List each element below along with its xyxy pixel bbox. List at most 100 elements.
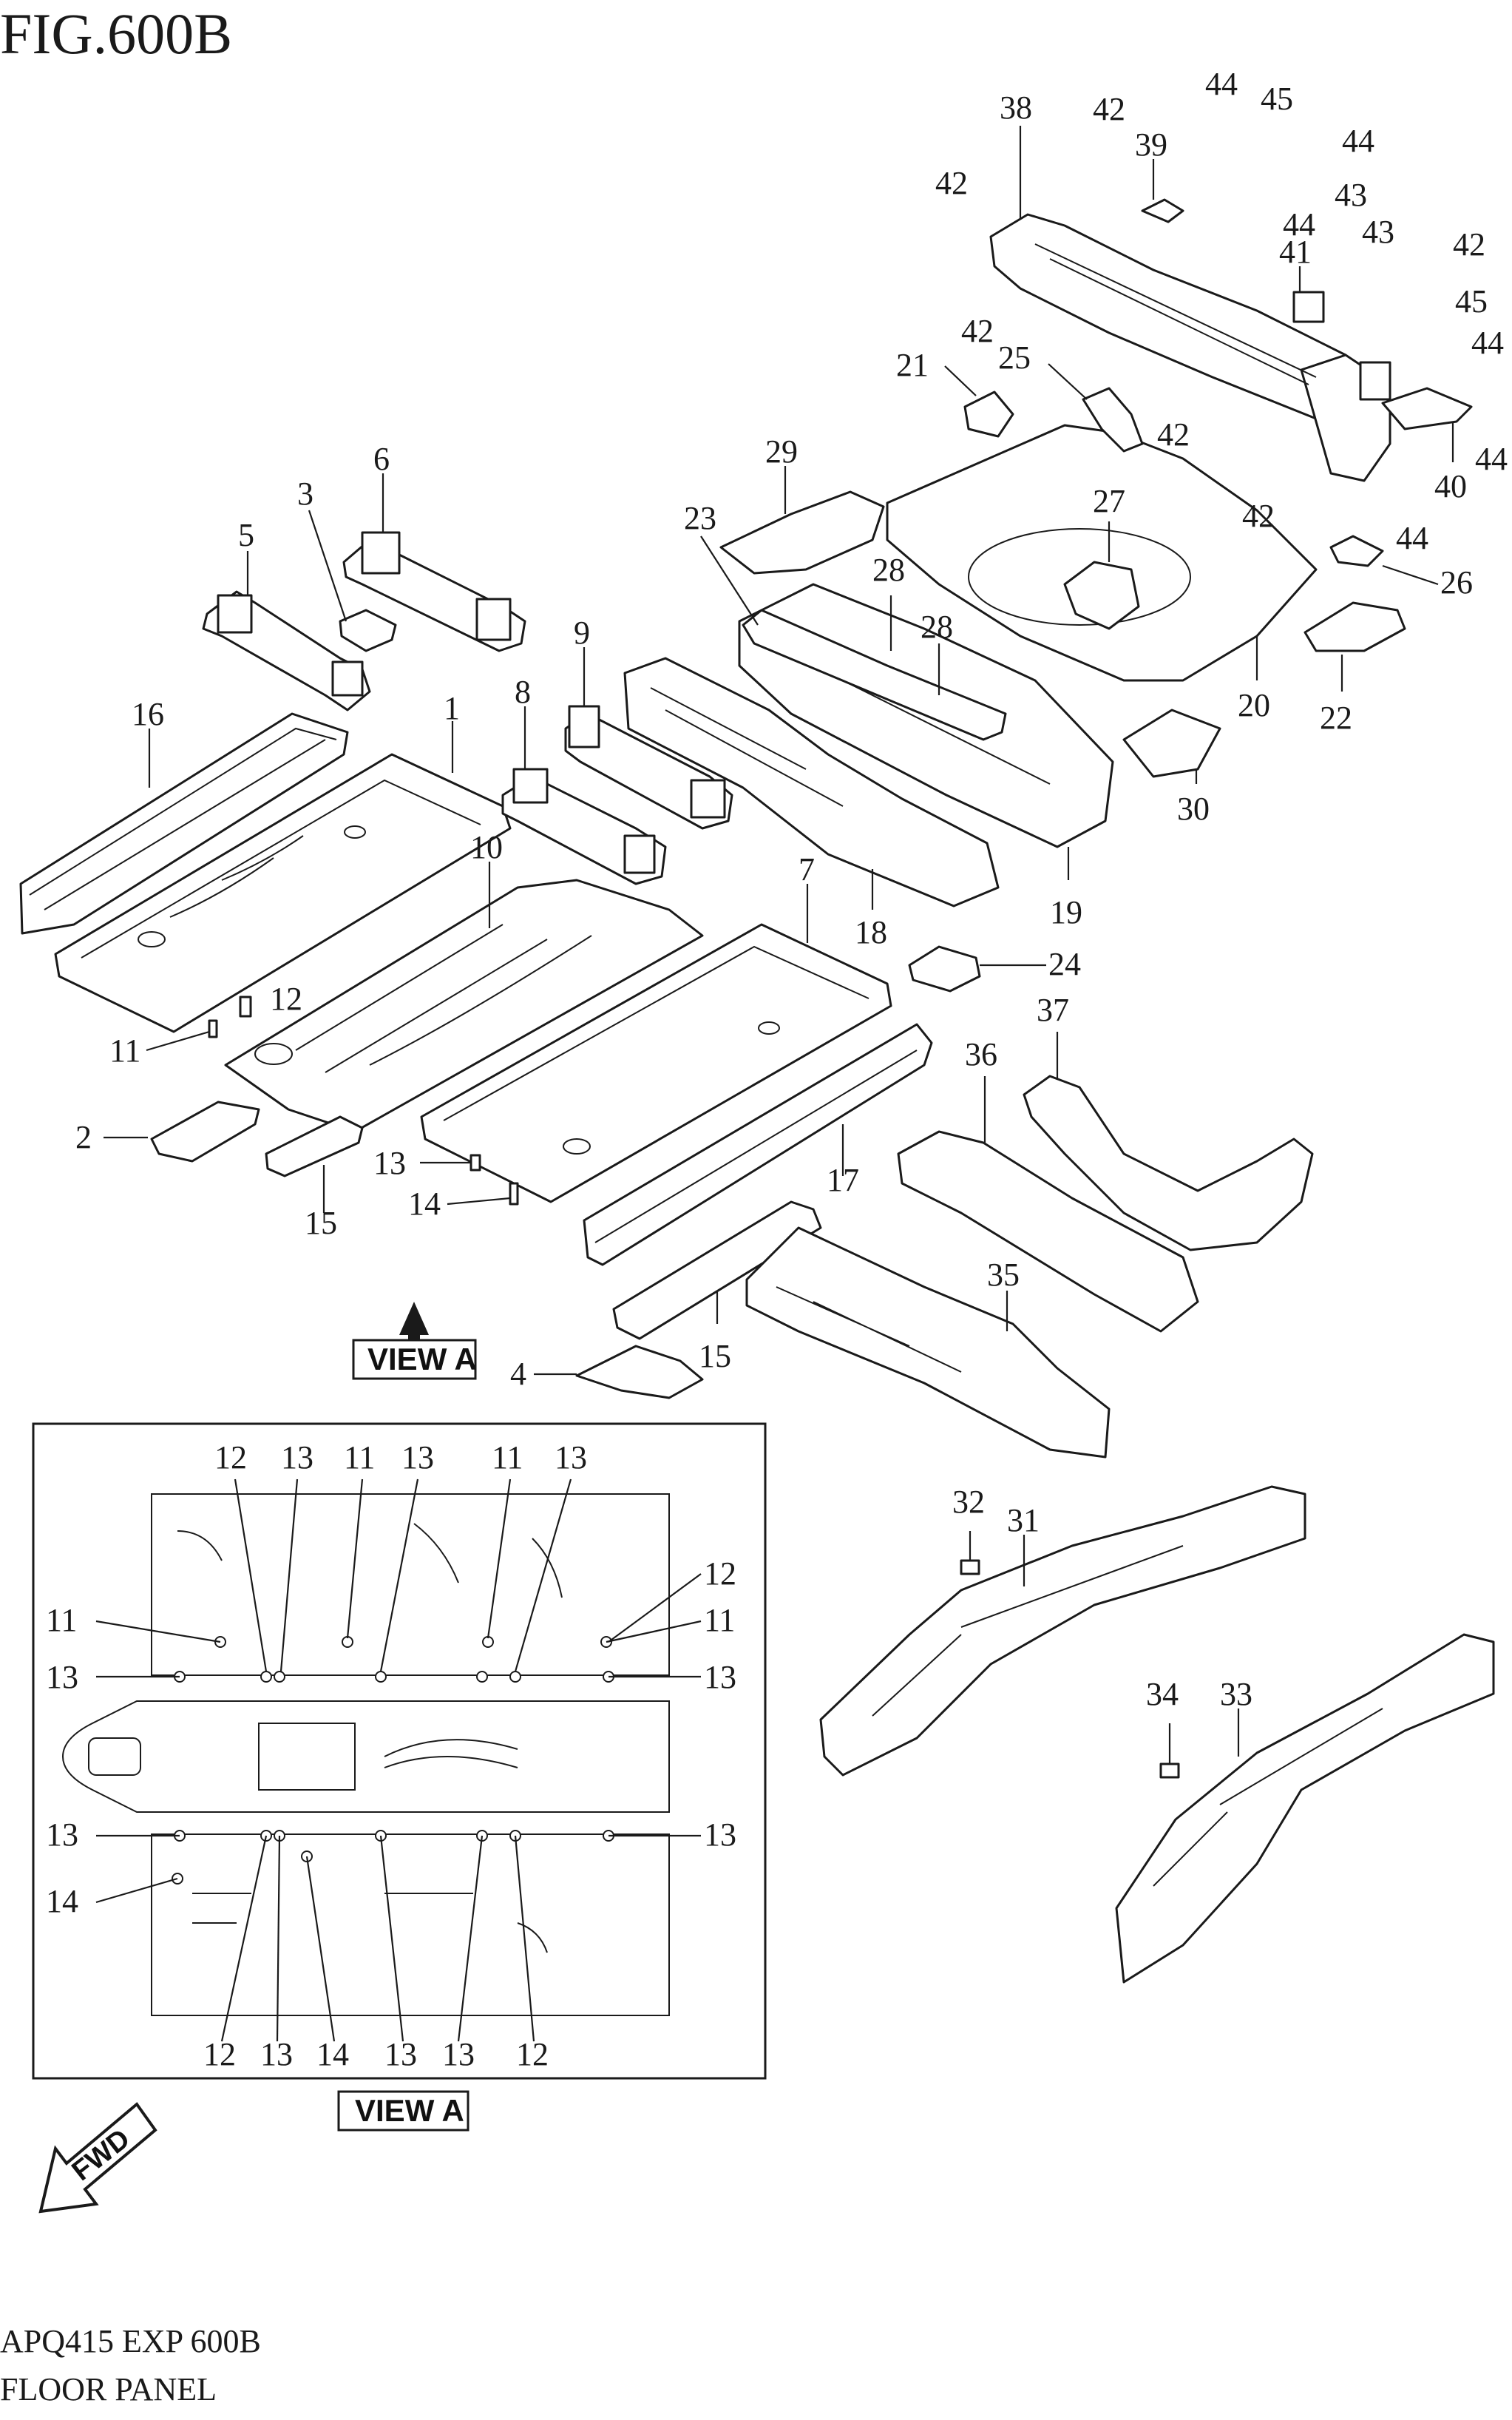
part-39-bracket bbox=[1141, 198, 1184, 223]
callout-23: 23 bbox=[684, 500, 716, 536]
view-a-tag-lower: VIEW A bbox=[337, 2090, 469, 2132]
view-a-tag-upper: VIEW A bbox=[352, 1339, 477, 1380]
callout-44f: 44 bbox=[1396, 520, 1428, 556]
callout-13: 13 bbox=[373, 1145, 406, 1181]
bolt-14 bbox=[509, 1182, 519, 1206]
callout-40: 40 bbox=[1434, 468, 1467, 504]
view-a-right-1: 12 bbox=[704, 1555, 736, 1592]
callout-20: 20 bbox=[1238, 687, 1270, 723]
part-9-crossmember bbox=[564, 705, 733, 830]
view-a-top-6: 13 bbox=[555, 1439, 587, 1476]
part-15-reinforcement-front bbox=[265, 1115, 364, 1177]
callout-1: 1 bbox=[444, 690, 460, 726]
part-25-bracket bbox=[1082, 387, 1144, 453]
svg-text:VIEW A: VIEW A bbox=[367, 1342, 477, 1376]
view-a-top-2: 13 bbox=[281, 1439, 313, 1476]
view-a-bottom-4: 13 bbox=[384, 2036, 417, 2072]
callout-44e: 44 bbox=[1475, 441, 1508, 477]
callout-34: 34 bbox=[1146, 1676, 1179, 1712]
view-a-right-2: 11 bbox=[704, 1602, 735, 1638]
part-35-side-member bbox=[745, 1226, 1111, 1459]
callout-45b: 45 bbox=[1455, 283, 1488, 320]
view-a-right-3: 13 bbox=[704, 1659, 736, 1695]
callout-15: 15 bbox=[305, 1205, 337, 1241]
callout-11: 11 bbox=[109, 1032, 140, 1069]
callout-19: 19 bbox=[1050, 894, 1082, 930]
view-a-top-1: 12 bbox=[214, 1439, 247, 1476]
callout-44a: 44 bbox=[1205, 66, 1238, 102]
callout-45a: 45 bbox=[1261, 81, 1293, 117]
catalog-code: APQ415 EXP 600B bbox=[0, 2323, 261, 2359]
callout-28b: 28 bbox=[921, 609, 953, 645]
callout-44c: 44 bbox=[1283, 206, 1315, 243]
view-a-bottom-6: 12 bbox=[516, 2036, 549, 2072]
part-40-bracket bbox=[1381, 387, 1473, 430]
part-7-front-floor-right bbox=[420, 923, 892, 1203]
part-21-bracket bbox=[963, 391, 1014, 438]
part-37-crossmember bbox=[1023, 1075, 1314, 1251]
callout-31: 31 bbox=[1007, 1502, 1040, 1538]
callout-27: 27 bbox=[1093, 483, 1125, 519]
part-33-side-member bbox=[1115, 1633, 1495, 1984]
callout-3: 3 bbox=[297, 476, 313, 512]
view-a-left-4: 14 bbox=[46, 1883, 78, 1919]
bolt-11 bbox=[208, 1019, 218, 1038]
part-2-bracket bbox=[150, 1101, 260, 1163]
part-31-side-member bbox=[819, 1485, 1306, 1777]
part-8-crossmember bbox=[501, 768, 667, 885]
callout-14: 14 bbox=[408, 1186, 441, 1222]
view-a-right-4: 13 bbox=[704, 1816, 736, 1853]
callout-9: 9 bbox=[574, 615, 590, 651]
callout-42b: 42 bbox=[1093, 91, 1125, 127]
callout-42e: 42 bbox=[1242, 498, 1275, 534]
part-23-reinforcement bbox=[742, 609, 1007, 741]
callout-29: 29 bbox=[765, 433, 798, 470]
section-name: FLOOR PANEL bbox=[0, 2371, 217, 2407]
callout-43b: 43 bbox=[1362, 214, 1394, 250]
callout-35: 35 bbox=[987, 1257, 1020, 1293]
view-a-leaders bbox=[95, 1478, 702, 2042]
callout-5: 5 bbox=[238, 517, 254, 553]
callout-42a: 42 bbox=[935, 165, 968, 201]
callout-33: 33 bbox=[1220, 1676, 1252, 1712]
callout-4: 4 bbox=[510, 1356, 526, 1392]
callout-43a: 43 bbox=[1335, 177, 1367, 213]
view-a-bottom-2: 13 bbox=[260, 2036, 293, 2072]
callout-16: 16 bbox=[132, 696, 164, 732]
view-a-top-3: 11 bbox=[344, 1439, 375, 1476]
bolt-12 bbox=[239, 996, 252, 1018]
part-29-bracket bbox=[719, 490, 885, 575]
callout-39: 39 bbox=[1135, 126, 1167, 163]
part-24-bracket bbox=[908, 945, 981, 993]
callout-18: 18 bbox=[855, 914, 887, 950]
callout-8: 8 bbox=[515, 674, 531, 710]
part-22-bracket bbox=[1303, 601, 1406, 652]
bolt-13 bbox=[469, 1154, 481, 1172]
callout-2: 2 bbox=[75, 1119, 92, 1155]
part-4-bracket bbox=[575, 1345, 704, 1399]
callout-44d: 44 bbox=[1471, 325, 1504, 361]
part-3-bracket bbox=[339, 609, 397, 652]
bolt-34 bbox=[1159, 1762, 1180, 1779]
view-a-arrow bbox=[399, 1302, 429, 1372]
callout-28: 28 bbox=[872, 552, 905, 588]
bolt-32 bbox=[960, 1559, 980, 1575]
part-5-crossmember bbox=[202, 590, 371, 712]
callout-21: 21 bbox=[896, 347, 929, 383]
callout-41: 41 bbox=[1279, 234, 1312, 270]
view-a-left-1: 11 bbox=[46, 1602, 77, 1638]
part-36-crossmember bbox=[897, 1130, 1199, 1333]
callout-42c: 42 bbox=[961, 313, 994, 349]
view-a-bottom-1: 12 bbox=[203, 2036, 236, 2072]
view-a-top-4: 13 bbox=[401, 1439, 434, 1476]
figure-title: FIG.600B bbox=[0, 1, 232, 66]
callout-38: 38 bbox=[1000, 89, 1032, 126]
part-1-front-floor-left bbox=[54, 753, 512, 1033]
callout-44b: 44 bbox=[1342, 123, 1374, 159]
callout-42f: 42 bbox=[1453, 226, 1485, 263]
view-a-inset: 12 13 11 13 11 13 11 13 13 14 12 11 13 1… bbox=[32, 1422, 767, 2080]
part-16-side-sill bbox=[19, 712, 349, 935]
callout-labels: 1 2 3 4 5 6 7 8 9 10 11 12 13 14 15 15 1… bbox=[75, 66, 1508, 1764]
view-a-bottom-5: 13 bbox=[442, 2036, 475, 2072]
part-38-rear-crossmember bbox=[989, 213, 1391, 482]
